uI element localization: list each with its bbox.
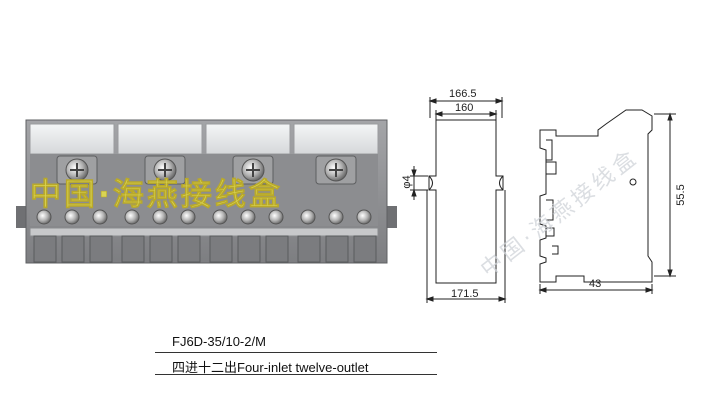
watermark-secondary: 中国·海燕接线盒 [476, 144, 643, 283]
cover-4 [293, 123, 379, 155]
model-number: FJ6D-35/10-2/M [172, 334, 266, 349]
outlet-screw [64, 209, 80, 225]
inlet-screws [56, 155, 357, 185]
cover-1 [29, 123, 115, 155]
side-view-labels: 43 55.5 [589, 184, 687, 290]
divider [155, 352, 437, 353]
outlet-screw [240, 209, 256, 225]
dim-label-bottom: 171.5 [451, 288, 479, 300]
dim-label-hole: φ4 [401, 175, 413, 188]
watermark-main: 中国·海燕接线盒 [30, 177, 283, 213]
side-view-drawing [538, 109, 676, 294]
lower-strip [29, 227, 379, 237]
covers [29, 123, 379, 155]
outlet-screw [124, 209, 140, 225]
outlet-screw [356, 209, 372, 225]
front-view-drawing [410, 97, 507, 303]
model-description: 四进十二出Four-inlet twelve-outlet [172, 360, 369, 375]
feet [33, 235, 377, 263]
front-notch-right [499, 175, 504, 191]
dim-label-top-inner: 160 [455, 102, 473, 114]
side-mount-hole [629, 178, 637, 186]
front-view-labels: 166.5 160 171.5 φ4 [401, 88, 479, 300]
terminal-box-photo: 中国·海燕接线盒 [16, 119, 397, 264]
outlet-screw [300, 209, 316, 225]
outlet-screw [36, 209, 52, 225]
inlet-screw-4 [315, 155, 357, 185]
inlet-screw-3 [232, 155, 274, 185]
dim-label-side-depth: 43 [589, 278, 601, 290]
outlet-screw [92, 209, 108, 225]
dim-label-top-outer: 166.5 [449, 88, 477, 100]
front-notch-left [428, 175, 433, 191]
outlet-screw [268, 209, 284, 225]
inlet-screw-1 [56, 155, 98, 185]
outlet-screw [152, 209, 168, 225]
side-outline [539, 109, 653, 283]
cover-2 [117, 123, 203, 155]
inlet-screw-2 [144, 155, 186, 185]
dim-label-side-height: 55.5 [675, 184, 687, 205]
divider [155, 374, 437, 375]
cover-3 [205, 123, 291, 155]
outlet-screw [180, 209, 196, 225]
outlet-screws [36, 209, 372, 225]
outlet-screw [328, 209, 344, 225]
outlet-screw [212, 209, 228, 225]
